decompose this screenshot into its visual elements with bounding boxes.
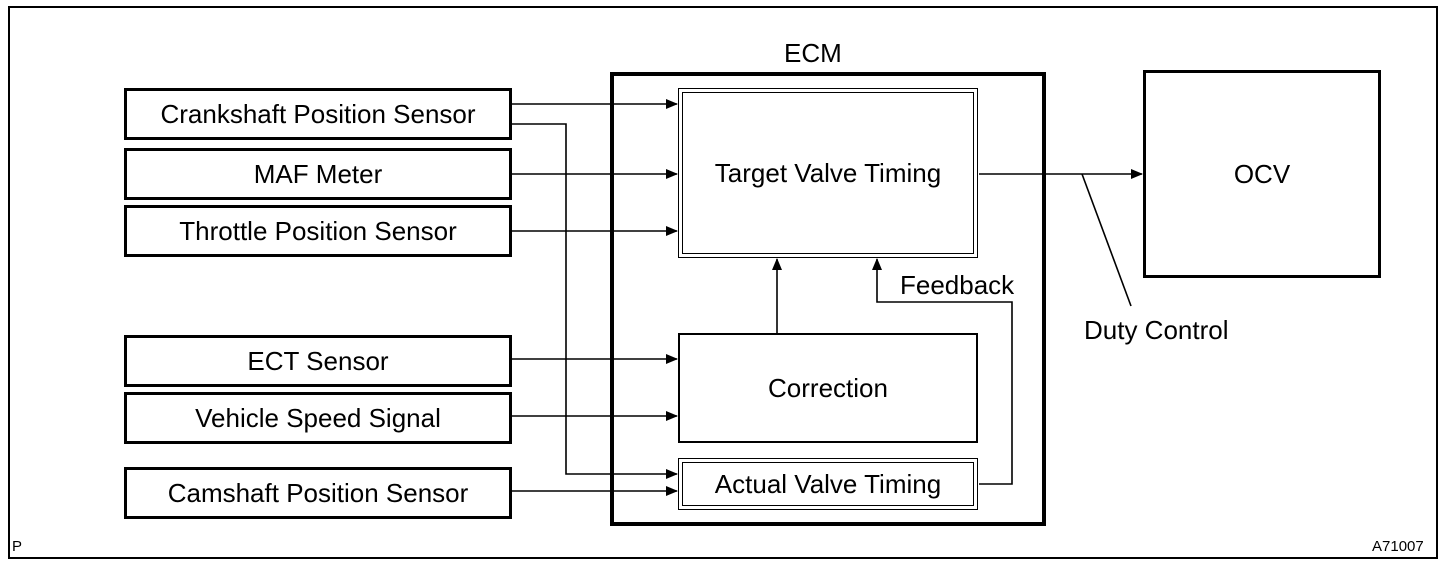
- target-valve-timing-block: Target Valve Timing: [678, 88, 978, 258]
- ocv-block: OCV: [1143, 70, 1381, 278]
- ocv-label: OCV: [1233, 158, 1291, 189]
- target-valve-timing-label: Target Valve Timing: [714, 157, 942, 188]
- feedback-label: Feedback: [900, 270, 1015, 300]
- sensor-ect: ECT Sensor: [124, 335, 512, 387]
- duty-control-label: Duty Control: [1084, 315, 1229, 345]
- sensor-maf: MAF Meter: [124, 148, 512, 200]
- corner-right-label: A71007: [1372, 538, 1424, 555]
- sensor-crankshaft: Crankshaft Position Sensor: [124, 88, 512, 140]
- sensor-camshaft-label: Camshaft Position Sensor: [167, 477, 469, 508]
- actual-valve-timing-block: Actual Valve Timing: [678, 458, 978, 510]
- sensor-throttle: Throttle Position Sensor: [124, 205, 512, 257]
- actual-valve-timing-label: Actual Valve Timing: [714, 468, 942, 499]
- arrow-crankshaft-to-actual: [512, 123, 678, 479]
- ecm-label: ECM: [784, 38, 842, 68]
- corner-left-label: P: [12, 538, 23, 555]
- diagram-frame: [8, 6, 1438, 559]
- sensor-vehicle-speed-label: Vehicle Speed Signal: [195, 402, 441, 433]
- duty-control-leader: [1081, 173, 1132, 307]
- sensor-vehicle-speed: Vehicle Speed Signal: [124, 392, 512, 444]
- sensor-maf-label: MAF Meter: [253, 158, 383, 189]
- sensor-crankshaft-label: Crankshaft Position Sensor: [160, 98, 476, 129]
- sensor-throttle-label: Throttle Position Sensor: [179, 215, 457, 246]
- sensor-ect-label: ECT Sensor: [247, 345, 389, 376]
- sensor-camshaft: Camshaft Position Sensor: [124, 467, 512, 519]
- correction-label: Correction: [768, 372, 888, 403]
- correction-block: Correction: [678, 333, 978, 443]
- arrow-feedback: [872, 258, 1013, 485]
